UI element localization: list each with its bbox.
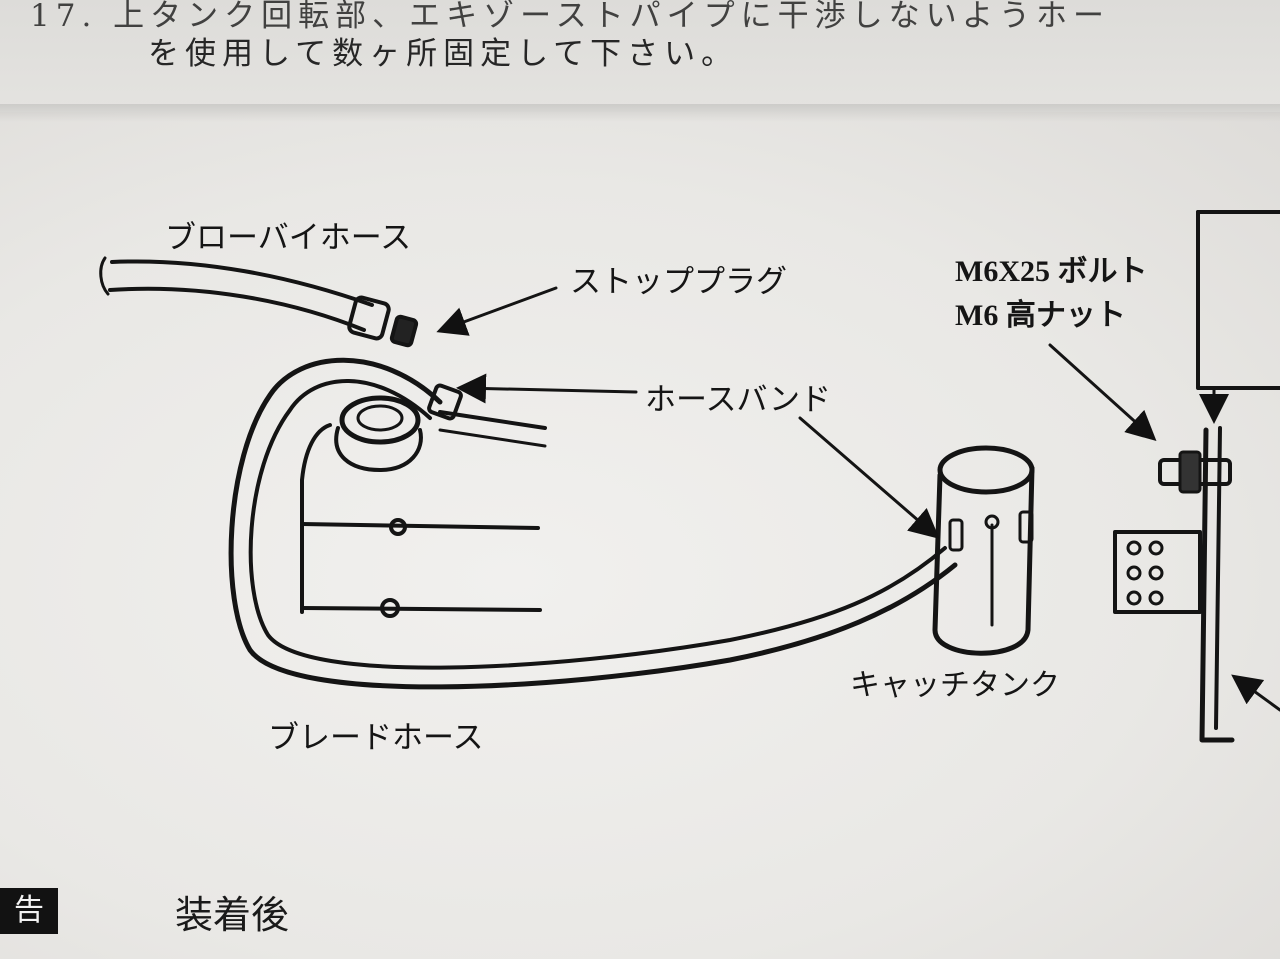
catch-tank-drawing <box>932 445 1035 656</box>
section-tag: 告 <box>0 888 58 934</box>
label-catch-tank: キャッチタンク <box>850 668 1060 703</box>
section-title: 装着後 <box>175 893 290 937</box>
instruction-line-2: を使用して数ヶ所固定して下さい。 <box>148 36 739 72</box>
label-stop-plug: ストッププラグ <box>570 264 787 300</box>
paper-fold <box>0 104 1280 122</box>
blowby-hose-drawing <box>99 256 419 348</box>
label-bolt: M6X25 ボルト <box>955 255 1148 288</box>
mount-bracket-drawing <box>1113 210 1280 743</box>
label-hose-band: ホースバンド <box>645 382 831 418</box>
label-blowby-hose: ブローバイホース <box>165 220 412 256</box>
leader-arrows <box>436 286 1280 712</box>
engine-outline-drawing <box>300 383 547 618</box>
instruction-line-1: 17. 上タンク回転部、エキゾーストパイプに干渉しないようホー <box>30 0 1110 34</box>
upper-paper <box>0 0 1280 112</box>
diagram-paper <box>0 112 1280 959</box>
label-braided-hose: ブレードホース <box>268 720 484 756</box>
label-nut: M6 高ナット <box>955 299 1126 332</box>
braided-hose-drawing <box>228 357 958 690</box>
